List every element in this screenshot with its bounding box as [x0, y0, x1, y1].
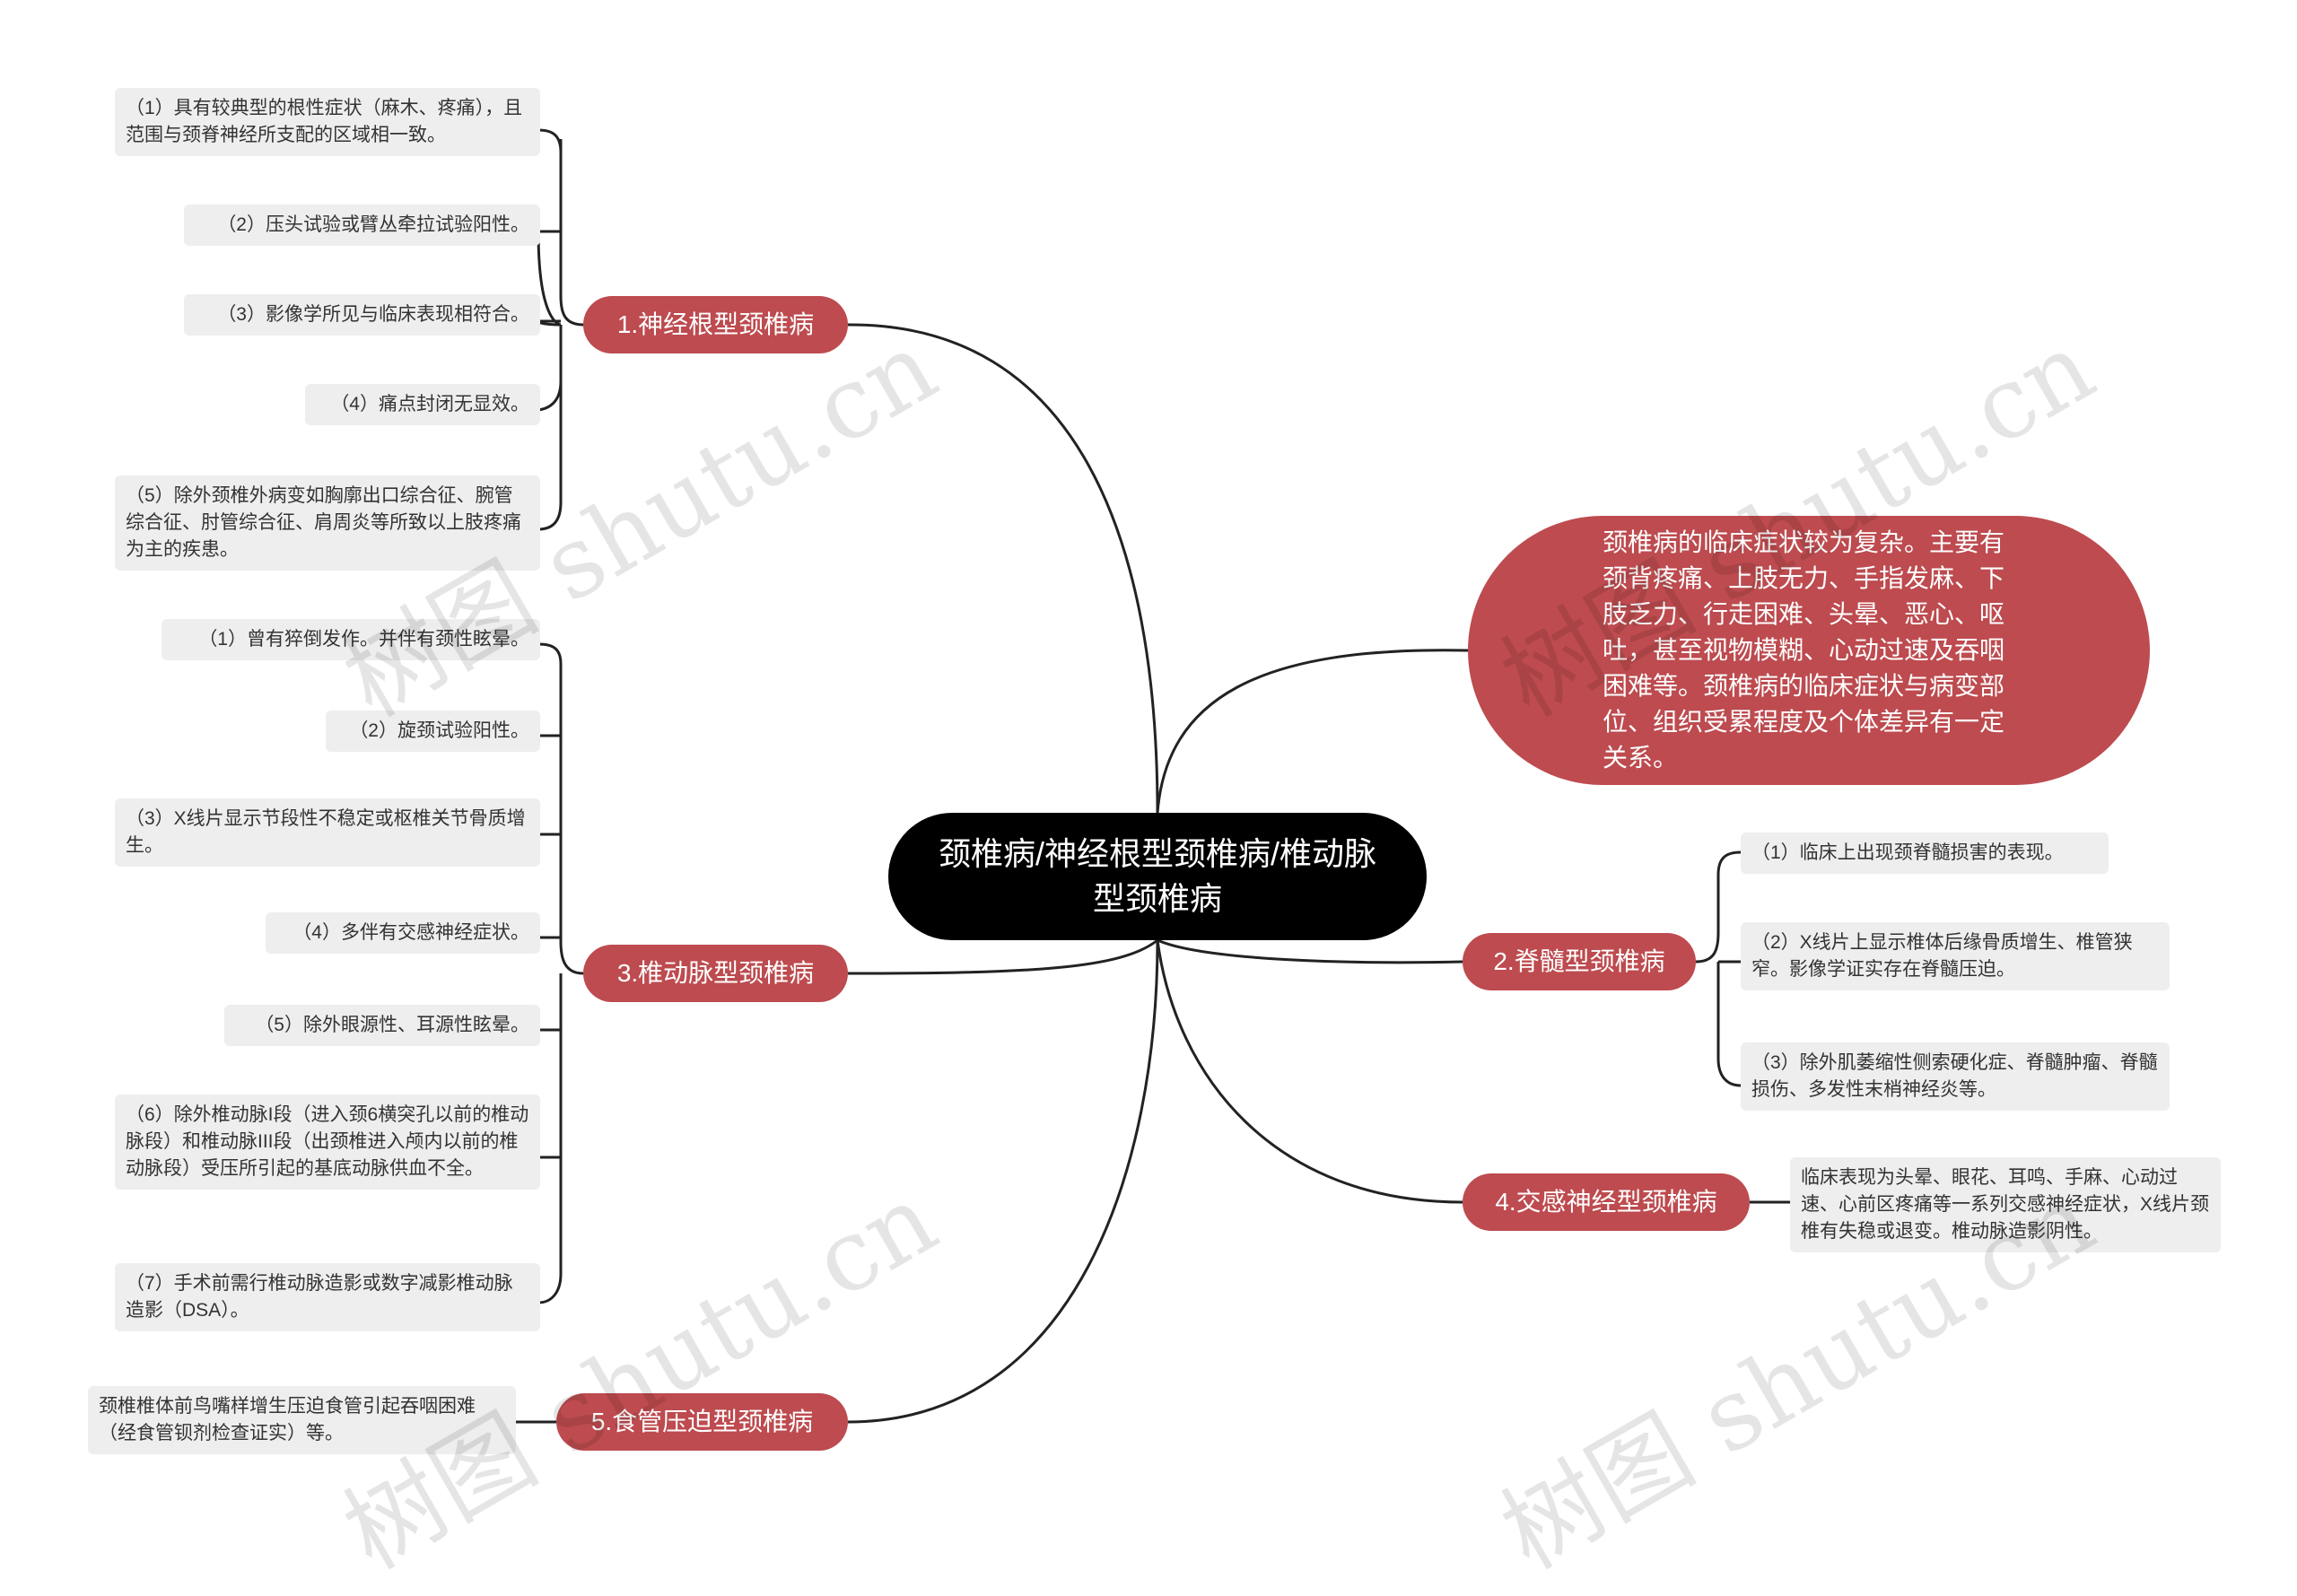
- b5-leaf-1[interactable]: 颈椎椎体前鸟嘴样增生压迫食管引起吞咽困难（经食管钡剂检查证实）等。: [88, 1386, 516, 1454]
- b1-leaf-5[interactable]: （5）除外颈椎外病变如胸廓出口综合征、腕管综合征、肘管综合征、肩周炎等所致以上肢…: [115, 475, 540, 571]
- b3-leaf-5[interactable]: （5）除外眼源性、耳源性眩晕。: [224, 1005, 540, 1046]
- link-root-summary: [1156, 649, 1469, 814]
- bracket-b2: [1695, 850, 1742, 1087]
- root-node[interactable]: 颈椎病/神经根型颈椎病/椎动脉型颈椎病: [888, 813, 1427, 940]
- link-root-b1: [847, 323, 1159, 814]
- b3-leaf-1-text: （1）曾有猝倒发作。并伴有颈性眩晕。: [198, 629, 529, 650]
- link-root-b4: [1156, 939, 1463, 1204]
- b3-leaf-7-text: （7）手术前需行椎动脉造影或数字减影椎动脉造影（DSA）。: [126, 1273, 513, 1321]
- b1-leaf-3[interactable]: （3）影像学所见与临床表现相符合。: [184, 294, 540, 336]
- b1-leaf-3-text: （3）影像学所见与临床表现相符合。: [217, 304, 529, 325]
- b5-leaf-1-text: 颈椎椎体前鸟嘴样增生压迫食管引起吞咽困难（经食管钡剂检查证实）等。: [99, 1396, 476, 1443]
- b3-leaf-2[interactable]: （2）旋颈试验阳性。: [326, 711, 540, 752]
- b1-leaf-5-text: （5）除外颈椎外病变如胸廓出口综合征、腕管综合征、肘管综合征、肩周炎等所致以上肢…: [126, 485, 521, 560]
- b2-leaf-1-text: （1）临床上出现颈脊髓损害的表现。: [1751, 842, 2064, 863]
- b1-leaf-1[interactable]: （1）具有较典型的根性症状（麻木、疼痛），且范围与颈脊神经所支配的区域相一致。: [115, 88, 540, 156]
- b2-leaf-2-text: （2）X线片上显示椎体后缘骨质增生、椎管狭窄。影像学证实存在脊髓压迫。: [1751, 932, 2133, 980]
- branch-3[interactable]: 3.椎动脉型颈椎病: [583, 945, 848, 1002]
- mindmap-canvas: 颈椎病/神经根型颈椎病/椎动脉型颈椎病 颈椎病的临床症状较为复杂。主要有颈背疼痛…: [88, 88, 2221, 1591]
- b3-leaf-4[interactable]: （4）多伴有交感神经症状。: [266, 912, 540, 954]
- b2-leaf-2[interactable]: （2）X线片上显示椎体后缘骨质增生、椎管狭窄。影像学证实存在脊髓压迫。: [1741, 922, 2170, 990]
- branch-1[interactable]: 1.神经根型颈椎病: [583, 296, 848, 353]
- branch-4-label: 4.交感神经型颈椎病: [1495, 1188, 1717, 1216]
- b1-leaf-2[interactable]: （2）压头试验或臂丛牵拉试验阳性。: [184, 205, 540, 246]
- b2-leaf-3[interactable]: （3）除外肌萎缩性侧索硬化症、脊髓肿瘤、脊髓损伤、多发性末梢神经炎等。: [1741, 1042, 2170, 1111]
- b3-leaf-2-text: （2）旋颈试验阳性。: [349, 720, 529, 741]
- link-root-b3: [847, 938, 1158, 975]
- b3-leaf-5-text: （5）除外眼源性、耳源性眩晕。: [255, 1015, 529, 1035]
- b1-leaf-1-text: （1）具有较典型的根性症状（麻木、疼痛），且范围与颈脊神经所支配的区域相一致。: [126, 98, 523, 145]
- b3-leaf-7[interactable]: （7）手术前需行椎动脉造影或数字减影椎动脉造影（DSA）。: [115, 1263, 540, 1331]
- branch-5-label: 5.食管压迫型颈椎病: [590, 1408, 814, 1435]
- b1-leaf-2-text: （2）压头试验或臂丛牵拉试验阳性。: [217, 214, 529, 235]
- b3-leaf-3-text: （3）X线片显示节段性不稳定或枢椎关节骨质增生。: [126, 808, 526, 856]
- b3-leaf-6[interactable]: （6）除外椎动脉I段（进入颈6横突孔以前的椎动脉段）和椎动脉III段（出颈椎进入…: [115, 1095, 540, 1190]
- branch-2-label: 2.脊髓型颈椎病: [1493, 947, 1665, 975]
- b1-leaf-4[interactable]: （4）痛点封闭无显效。: [305, 384, 540, 425]
- branch-4[interactable]: 4.交感神经型颈椎病: [1463, 1173, 1750, 1231]
- connector-lines: [516, 128, 1790, 1424]
- b3-leaf-4-text: （4）多伴有交感神经症状。: [293, 922, 529, 943]
- branch-5[interactable]: 5.食管压迫型颈椎病: [556, 1393, 848, 1451]
- branch-2[interactable]: 2.脊髓型颈椎病: [1463, 933, 1696, 990]
- link-root-b5: [847, 939, 1159, 1424]
- branch-1-label: 1.神经根型颈椎病: [616, 310, 815, 338]
- b2-leaf-3-text: （3）除外肌萎缩性侧索硬化症、脊髓肿瘤、脊髓损伤、多发性末梢神经炎等。: [1751, 1052, 2158, 1100]
- b3-leaf-3[interactable]: （3）X线片显示节段性不稳定或枢椎关节骨质增生。: [115, 798, 540, 867]
- root-label: 颈椎病/神经根型颈椎病/椎动脉型颈椎病: [938, 835, 1376, 917]
- link-root-b2: [1157, 938, 1463, 964]
- bracket-b1: [537, 128, 584, 531]
- b4-leaf-1-text: 临床表现为头晕、眼花、耳鸣、手麻、心动过速、心前区疼痛等一系列交感神经症状，X线…: [1801, 1167, 2210, 1242]
- b3-leaf-6-text: （6）除外椎动脉I段（进入颈6横突孔以前的椎动脉段）和椎动脉III段（出颈椎进入…: [126, 1104, 529, 1179]
- b1-leaf-4-text: （4）痛点封闭无显效。: [330, 394, 529, 414]
- b3-leaf-1[interactable]: （1）曾有猝倒发作。并伴有颈性眩晕。: [162, 619, 540, 660]
- summary-node[interactable]: 颈椎病的临床症状较为复杂。主要有颈背疼痛、上肢无力、手指发麻、下肢乏力、行走困难…: [1468, 516, 2150, 785]
- branch-3-label: 3.椎动脉型颈椎病: [616, 959, 815, 987]
- b4-leaf-1[interactable]: 临床表现为头晕、眼花、耳鸣、手麻、心动过速、心前区疼痛等一系列交感神经症状，X线…: [1790, 1157, 2221, 1252]
- summary-text: 颈椎病的临床症状较为复杂。主要有颈背疼痛、上肢无力、手指发麻、下肢乏力、行走困难…: [1603, 528, 2005, 772]
- bracket-b3: [537, 642, 584, 1304]
- b2-leaf-1[interactable]: （1）临床上出现颈脊髓损害的表现。: [1741, 833, 2109, 874]
